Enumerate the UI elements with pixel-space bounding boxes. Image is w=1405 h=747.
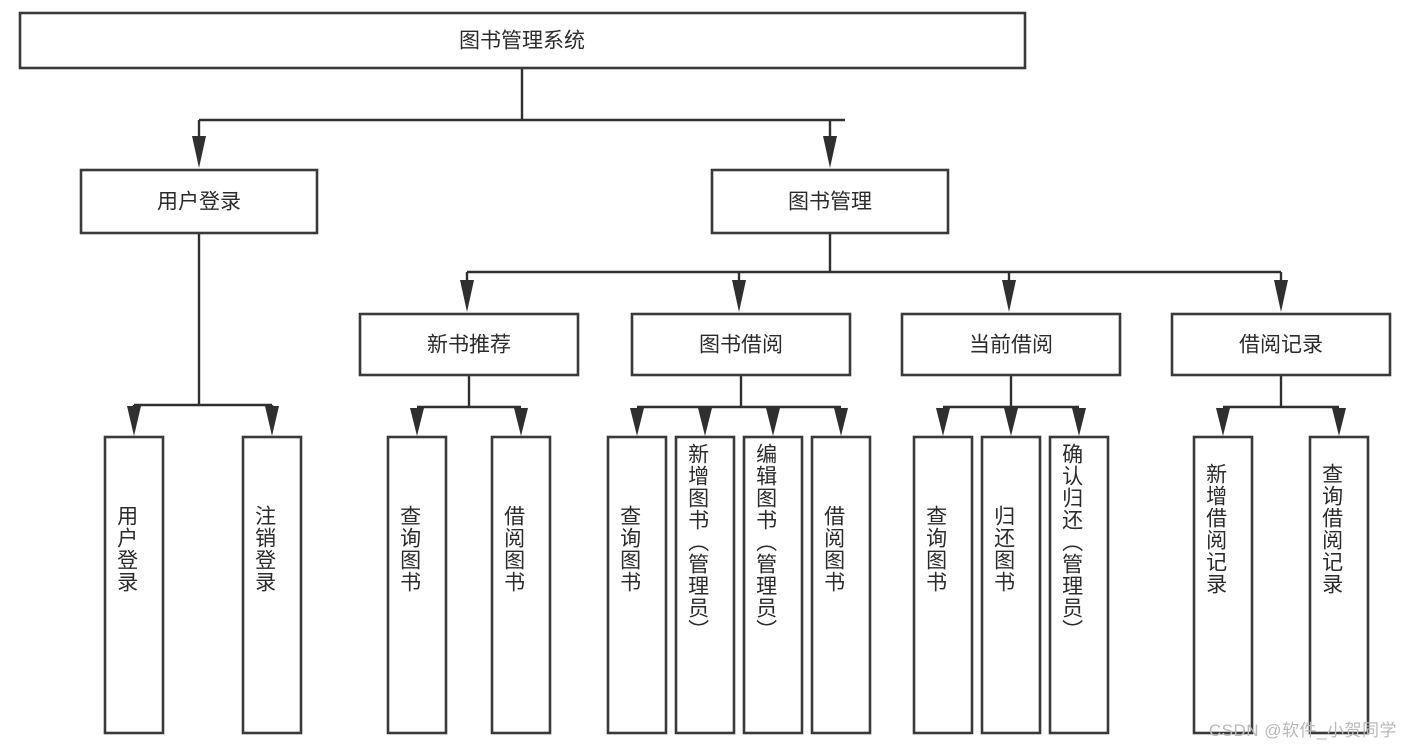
node-book-management-label: 图书管理: [788, 191, 872, 214]
arrow-head-currentborrow-leaf-3: [1072, 408, 1086, 436]
node-book-management[interactable]: 图书管理: [710, 168, 950, 235]
node-new-book-recommend[interactable]: 新书推荐: [358, 312, 580, 377]
leaf-box-book-borrow-1[interactable]: [606, 435, 668, 735]
leaf-box-current-borrow-3[interactable]: [1048, 435, 1110, 735]
arrow-head-level2-2: [732, 280, 746, 312]
node-book-borrow-box[interactable]: [630, 312, 852, 377]
arrow-head-level2-1: [460, 280, 474, 312]
connector-group-book-mgmt: [460, 233, 1288, 312]
node-root-label: 图书管理系统: [459, 30, 585, 53]
arrow-head-currentborrow-leaf-2: [1004, 408, 1018, 436]
arrow-head-bookborrow-leaf-4: [834, 408, 848, 436]
node-new-book-recommend-label: 新书推荐: [427, 334, 511, 357]
arrow-head-borrowrecord-leaf-1: [1216, 408, 1230, 436]
node-current-borrow-label: 当前借阅: [969, 334, 1053, 357]
leaf-box-current-borrow-1[interactable]: [912, 435, 974, 735]
leaf-box-current-borrow-2[interactable]: [980, 435, 1042, 735]
arrow-head-bookborrow-leaf-2: [698, 408, 712, 436]
leaf-box-borrow-record-2[interactable]: [1308, 435, 1370, 735]
leaf-box-new-book-2[interactable]: [490, 435, 552, 735]
node-user-login-label: 用户登录: [157, 191, 241, 214]
connector-group-user-login: [127, 233, 279, 436]
node-book-borrow-label: 图书借阅: [699, 334, 783, 357]
node-book-management-box[interactable]: [710, 168, 950, 235]
node-borrow-record-box[interactable]: [1170, 312, 1392, 377]
leaf-box-user-login-2[interactable]: [241, 435, 303, 735]
leaf-box-book-borrow-4[interactable]: [810, 435, 872, 735]
leaf-box-new-book-1[interactable]: [386, 435, 448, 735]
node-root-box[interactable]: [18, 11, 1027, 70]
node-user-login-box[interactable]: [79, 168, 319, 235]
arrow-head-login: [192, 136, 206, 168]
node-borrow-record-label: 借阅记录: [1239, 334, 1323, 357]
leaf-box-book-borrow-3[interactable]: [742, 435, 804, 735]
arrow-head-login-leaf-1: [127, 406, 141, 436]
connector-group-root: [192, 68, 845, 168]
arrow-head-borrowrecord-leaf-2: [1332, 408, 1346, 436]
connector-group-borrow-record: [1216, 375, 1346, 436]
arrow-head-currentborrow-leaf-1: [936, 408, 950, 436]
arrow-head-bookborrow-leaf-3: [766, 408, 780, 436]
node-current-borrow[interactable]: 当前借阅: [900, 312, 1122, 377]
node-current-borrow-box[interactable]: [900, 312, 1122, 377]
csdn-watermark: CSDN @软件_小贺同学: [1208, 721, 1397, 740]
arrow-head-login-leaf-2: [265, 406, 279, 436]
connector-group-current-borrow: [936, 375, 1086, 436]
leaf-box-book-borrow-2[interactable]: [674, 435, 736, 735]
arrow-head-newbook-leaf-2: [514, 408, 528, 436]
arrow-head-newbook-leaf-1: [410, 408, 424, 436]
connector-group-new-book: [410, 375, 528, 436]
arrow-head-level2-3: [1002, 280, 1016, 312]
arrow-head-bookborrow-leaf-1: [630, 408, 644, 436]
arrow-head-level2-4: [1274, 280, 1288, 312]
leaf-box-borrow-record-1[interactable]: [1192, 435, 1254, 735]
node-borrow-record[interactable]: 借阅记录: [1170, 312, 1392, 377]
node-root[interactable]: 图书管理系统: [18, 11, 1027, 70]
node-book-borrow[interactable]: 图书借阅: [630, 312, 852, 377]
node-new-book-recommend-box[interactable]: [358, 312, 580, 377]
connector-group-book-borrow: [630, 375, 848, 436]
node-user-login[interactable]: 用户登录: [79, 168, 319, 235]
arrow-head-bookmgmt: [823, 136, 837, 168]
leaf-box-user-login-1[interactable]: [103, 435, 165, 735]
